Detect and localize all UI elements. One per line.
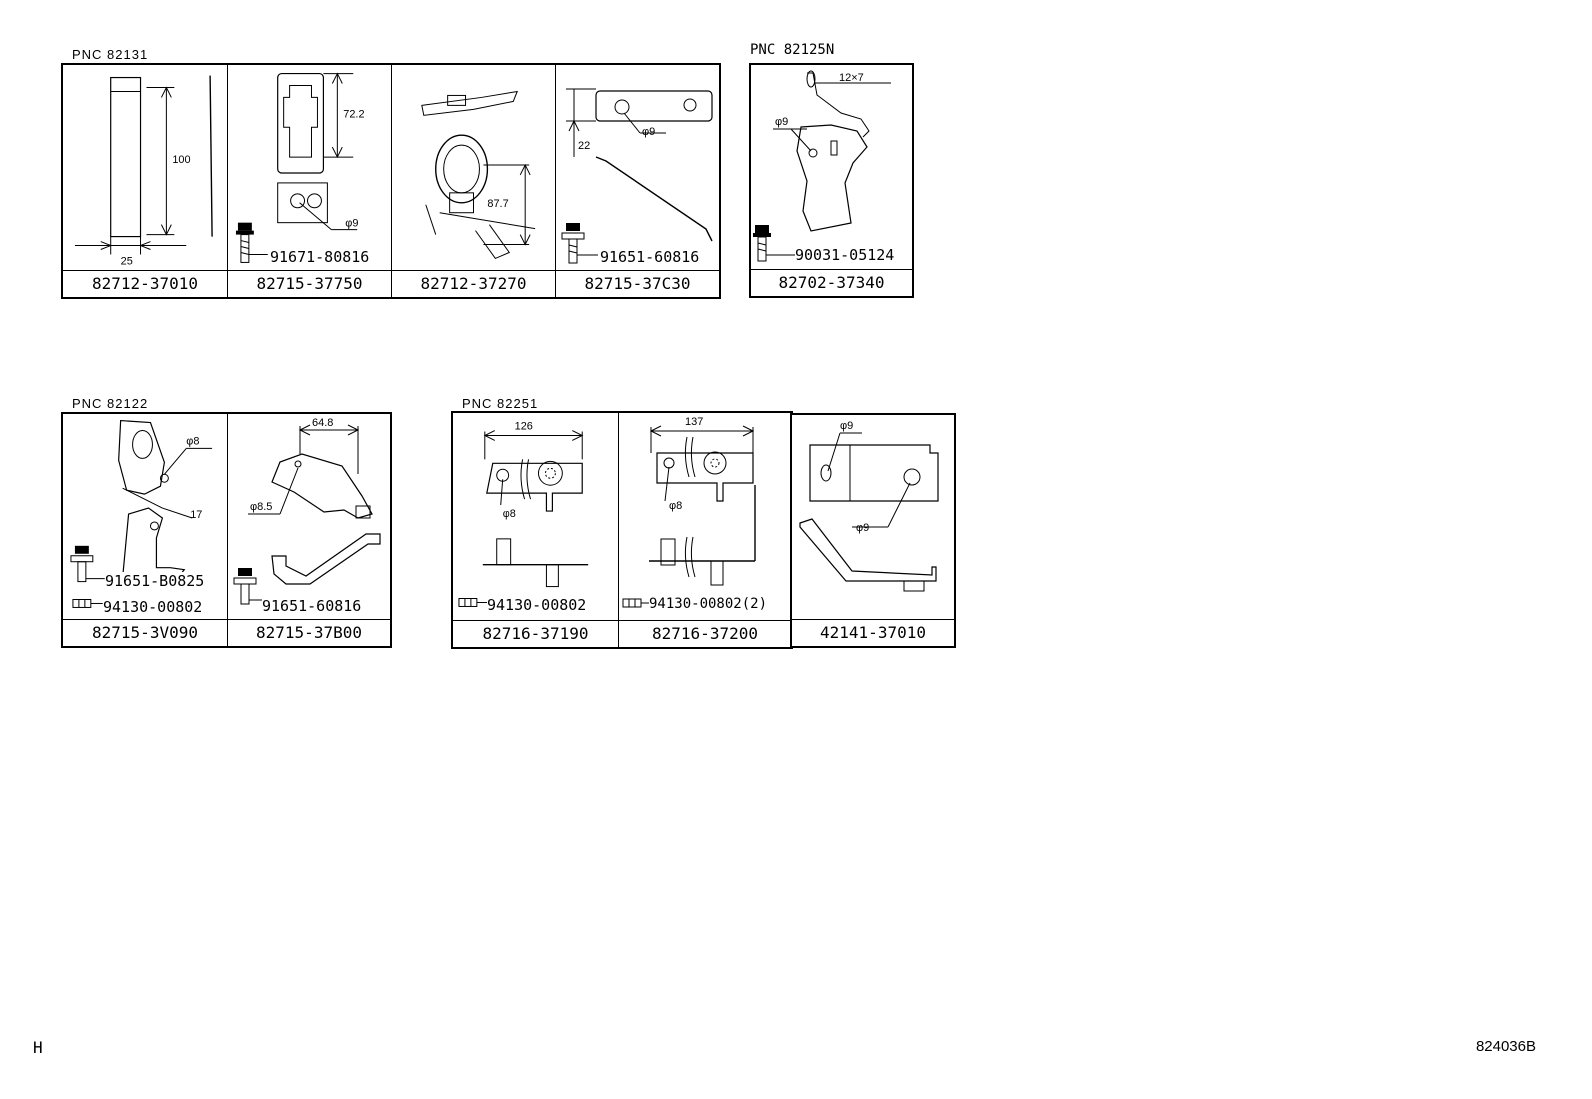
dimension-label: 126 [515, 421, 533, 433]
part-cell[interactable]: 64.8 φ8.5 91651-60816 82715-37B00 [228, 414, 390, 646]
bracket-drawing: 126 φ8 [453, 413, 618, 621]
illustration-code: 824036B [1475, 1038, 1536, 1055]
part-number: 82715-37750 [228, 270, 391, 297]
dimension-label: φ8 [669, 500, 682, 512]
dimension-label: φ8 [186, 435, 199, 447]
dimension-label: 64.8 [312, 417, 333, 429]
bolt-washer-icon [70, 545, 105, 583]
dimension-label: φ9 [642, 126, 655, 138]
part-cell[interactable]: 12×7 φ9 90031-05124 82702-37340 [751, 65, 912, 296]
dimension-label: 137 [685, 416, 703, 428]
bracket-drawing: φ9 φ9 [792, 415, 954, 620]
part-cell[interactable]: 126 φ8 94130-00802 82716-37190 [453, 413, 619, 647]
part-number: 42141-37010 [792, 619, 954, 646]
bracket-drawing: 100 25 [63, 65, 227, 271]
sub-part-number: 91651-B0825 [105, 572, 205, 590]
dimension-label: 87.7 [487, 198, 508, 210]
part-cell[interactable]: 87.7 82712-37270 [392, 65, 556, 297]
part-cell[interactable]: 22 φ9 91651-60816 82715-37C30 [556, 65, 719, 297]
bracket-drawing: 72.2 φ9 [228, 65, 391, 271]
parts-group-82251: 126 φ8 94130-00802 82716-37190 [451, 411, 793, 649]
bracket-drawing: 22 φ9 [556, 65, 719, 271]
parts-group-42141: φ9 φ9 42141-37010 [790, 413, 956, 648]
part-number: 82715-3V090 [63, 619, 227, 646]
sub-part-number: 94130-00802 [487, 596, 587, 614]
dimension-label: φ8.5 [250, 501, 272, 513]
pnc-label: PNC 82125N [750, 42, 835, 58]
nut-icon [72, 599, 103, 608]
nut-icon [622, 598, 649, 608]
bolt-washer-icon [561, 223, 598, 264]
bracket-drawing: 12×7 φ9 [751, 65, 912, 270]
sub-part-number: 91671-80816 [270, 248, 370, 266]
part-cell[interactable]: 100 25 82712-37010 [63, 65, 228, 297]
dimension-label: φ9 [775, 116, 788, 128]
part-number: 82702-37340 [751, 269, 912, 296]
dimension-label: φ9 [856, 522, 869, 534]
dimension-label: 17 [190, 509, 202, 521]
bracket-drawing: 87.7 [392, 65, 555, 271]
nut-icon [458, 598, 489, 607]
sub-part-number: 91651-60816 [600, 248, 700, 266]
part-cell[interactable]: φ9 φ9 42141-37010 [792, 415, 954, 646]
parts-group-82122: φ8 17 91651-B0825 94130-00802 82715-3V09… [61, 412, 392, 648]
bolt-icon [235, 222, 268, 263]
bracket-drawing: 64.8 φ8.5 [228, 414, 390, 620]
pnc-label: PNC 82251 [462, 396, 539, 411]
bolt-washer-icon [233, 568, 266, 605]
sub-part-number: 94130-00802(2) [649, 596, 768, 612]
dimension-label: φ9 [840, 420, 853, 432]
dimension-label: φ9 [345, 218, 358, 230]
sub-part-number: 91651-60816 [262, 597, 362, 615]
part-number: 82715-37C30 [556, 270, 719, 297]
dimension-label: 72.2 [343, 108, 364, 120]
part-number: 82716-37190 [453, 620, 618, 647]
part-number: 82715-37B00 [228, 619, 390, 646]
bracket-drawing: 137 φ8 [619, 413, 791, 621]
pnc-label: PNC 82131 [72, 47, 149, 62]
bolt-icon [753, 225, 797, 262]
footer-left-mark: H [33, 1038, 43, 1057]
part-cell[interactable]: φ8 17 91651-B0825 94130-00802 82715-3V09… [63, 414, 228, 646]
part-number: 82716-37200 [619, 620, 791, 647]
dimension-label: 100 [172, 154, 190, 166]
pnc-label: PNC 82122 [72, 396, 149, 411]
parts-group-82125n: 12×7 φ9 90031-05124 82702-37340 [749, 63, 914, 298]
dimension-label: φ8 [503, 508, 516, 520]
dimension-label: 12×7 [839, 72, 864, 84]
sub-part-number: 94130-00802 [103, 598, 203, 616]
part-number: 82712-37270 [392, 270, 555, 297]
part-cell[interactable]: 72.2 φ9 91671-80816 82715-37750 [228, 65, 392, 297]
part-number: 82712-37010 [63, 270, 227, 297]
part-cell[interactable]: 137 φ8 94130-00802(2) 82716-37200 [619, 413, 791, 647]
dimension-label: 22 [578, 140, 590, 152]
dimension-label: 25 [121, 255, 133, 267]
parts-group-82131: 100 25 82712-37010 72.2 φ9 [61, 63, 721, 299]
sub-part-number: 90031-05124 [795, 246, 895, 264]
